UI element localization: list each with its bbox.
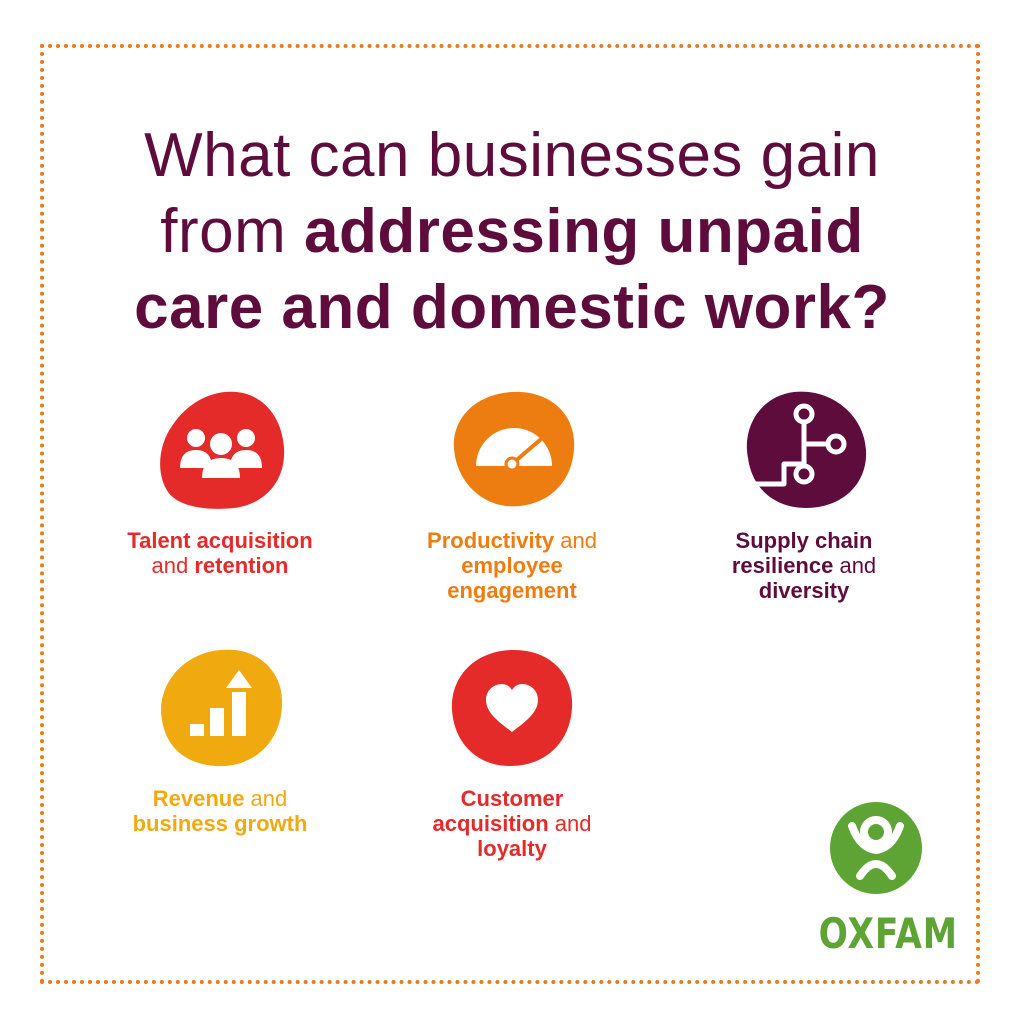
network-branch-icon (746, 391, 867, 508)
benefit-talent-label: Talent acquisition and retention (127, 528, 313, 578)
oxfam-wordmark: OXFAM (818, 909, 958, 958)
benefit-talent: Talent acquisition and retention (80, 388, 360, 578)
oxfam-figure-icon (830, 802, 922, 894)
headline-line-1: What can businesses gain (144, 121, 880, 190)
benefit-productivity: Productivity and employee engagement (372, 388, 652, 603)
benefit-revenue: Revenue and business growth (80, 646, 360, 836)
dotted-border-frame (40, 44, 980, 984)
benefit-customer: Customer acquisition and loyalty (372, 646, 652, 861)
benefit-supply-chain-label: Supply chain resilience and diversity (731, 528, 877, 603)
benefit-revenue-label: Revenue and business growth (132, 786, 308, 836)
growth-chart-icon (161, 649, 283, 767)
people-group-icon (160, 391, 285, 509)
benefit-supply-chain: Supply chain resilience and diversity (664, 388, 944, 603)
gauge-icon (453, 391, 575, 507)
headline: What can businesses gain from addressing… (60, 118, 964, 346)
oxfam-logo: OXFAM (806, 802, 958, 958)
benefit-customer-label: Customer acquisition and loyalty (432, 786, 592, 861)
headline-line-3: care and domestic work? (134, 273, 890, 342)
benefit-productivity-label: Productivity and employee engagement (427, 528, 597, 603)
heart-icon (451, 650, 573, 766)
headline-line-2: from addressing unpaid (160, 197, 864, 266)
